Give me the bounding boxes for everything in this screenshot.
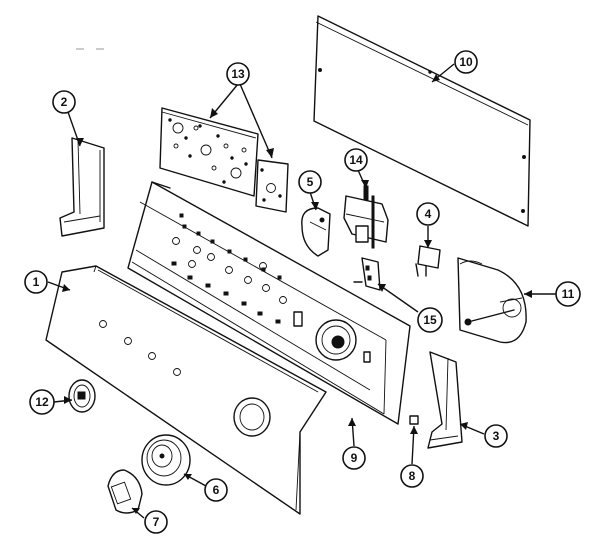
callout-7: 7	[144, 510, 168, 534]
callout-5-label: 5	[307, 175, 314, 189]
part-clip	[409, 415, 419, 425]
console-button-row	[172, 237, 287, 304]
part-knob	[68, 379, 96, 413]
callout-1-label: 1	[33, 275, 40, 289]
callout-9: 9	[342, 446, 366, 470]
callout-13: 13	[226, 62, 250, 86]
callout-3-label: 3	[493, 429, 500, 443]
console-selector-dial	[315, 319, 357, 361]
callout-14: 14	[344, 148, 368, 172]
callout-15: 15	[417, 307, 443, 333]
part-switch-small	[353, 257, 381, 291]
part-end-cap-left	[59, 137, 105, 237]
callout-12-label: 12	[35, 395, 49, 409]
part-switch	[415, 245, 441, 277]
callout-11: 11	[555, 281, 581, 307]
callout-4: 4	[416, 202, 440, 226]
callout-6: 6	[204, 478, 228, 502]
callout-13-label: 13	[231, 67, 245, 81]
callout-7-label: 7	[153, 515, 160, 529]
callout-9-label: 9	[351, 451, 358, 465]
part-bracket	[301, 207, 331, 257]
callout-6-label: 6	[213, 483, 220, 497]
part-switch-assembly	[343, 185, 389, 249]
callout-15-label: 15	[423, 313, 437, 327]
callout-3: 3	[484, 424, 508, 448]
callout-2: 2	[52, 90, 76, 114]
part-end-cap-right	[427, 351, 463, 449]
front-dial-opening	[233, 397, 271, 437]
callout-8-label: 8	[409, 469, 416, 483]
callout-10-label: 10	[459, 55, 473, 69]
part-console-panel	[127, 181, 411, 425]
part-timer	[457, 257, 527, 344]
part-knob-timer	[107, 469, 143, 514]
callout-2-label: 2	[61, 95, 68, 109]
leader-arrowheads	[62, 74, 532, 514]
part-dial	[141, 434, 191, 486]
callout-8: 8	[400, 464, 424, 488]
callout-14-label: 14	[349, 153, 363, 167]
part-rear-panel	[313, 15, 531, 227]
callout-11-label: 11	[562, 287, 575, 301]
part-circuit-boards	[159, 107, 289, 213]
callout-10: 10	[454, 50, 478, 74]
callout-12: 12	[29, 389, 55, 415]
callout-4-label: 4	[425, 207, 432, 221]
callout-5: 5	[298, 170, 322, 194]
callout-1: 1	[24, 270, 48, 294]
part-control-panel-front	[45, 265, 327, 515]
